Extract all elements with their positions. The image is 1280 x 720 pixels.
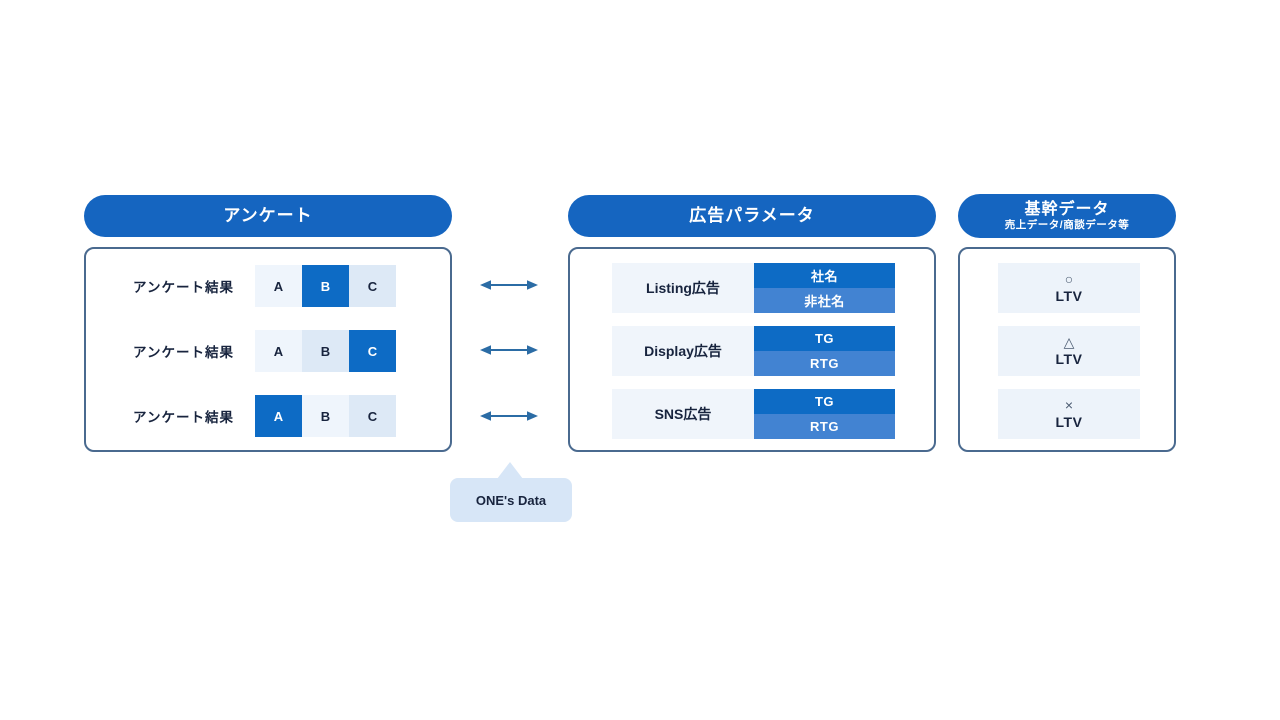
core-item: △ LTV xyxy=(998,326,1140,376)
survey-row: アンケート結果 A B C xyxy=(86,330,454,372)
survey-cell: C xyxy=(349,265,396,307)
survey-cell: B xyxy=(302,265,349,307)
cross-symbol-icon: × xyxy=(1064,397,1074,414)
core-header-pill: 基幹データ 売上データ/商談データ等 xyxy=(958,194,1176,238)
survey-cells: A B C xyxy=(255,330,396,372)
survey-row: アンケート結果 A B C xyxy=(86,395,454,437)
ads-header-pill: 広告パラメータ xyxy=(568,195,936,237)
core-header-subtitle: 売上データ/商談データ等 xyxy=(1004,219,1130,232)
ads-row: SNS広告 TG RTG xyxy=(570,389,938,439)
ads-row-values: 社名 非社名 xyxy=(754,263,895,313)
double-arrow-icon xyxy=(480,409,538,421)
survey-row-label: アンケート結果 xyxy=(133,410,234,425)
survey-row: アンケート結果 A B C xyxy=(86,265,454,307)
survey-cell: A xyxy=(255,265,302,307)
double-arrow-icon xyxy=(480,343,538,355)
core-item-label: LTV xyxy=(1055,287,1083,304)
core-item: × LTV xyxy=(998,389,1140,439)
ads-row-label: SNS広告 xyxy=(612,389,754,439)
survey-header-title: アンケート xyxy=(223,205,313,225)
ads-secondary-cell: 非社名 xyxy=(754,288,895,313)
ads-header-title: 広告パラメータ xyxy=(689,205,815,225)
survey-box: アンケート結果 A B C アンケート結果 A B C アンケート結果 A B … xyxy=(84,247,452,452)
circle-symbol-icon: ○ xyxy=(1064,271,1074,288)
ads-row-values: TG RTG xyxy=(754,326,895,376)
ads-row-label: Display広告 xyxy=(612,326,754,376)
ads-row-values: TG RTG xyxy=(754,389,895,439)
survey-header-pill: アンケート xyxy=(84,195,452,237)
survey-cell: B xyxy=(302,395,349,437)
core-header-title: 基幹データ xyxy=(1024,200,1110,218)
ads-row-label: Listing広告 xyxy=(612,263,754,313)
callout-pointer xyxy=(497,462,523,479)
survey-cell: C xyxy=(349,395,396,437)
survey-cells: A B C xyxy=(255,265,396,307)
ads-primary-cell: TG xyxy=(754,326,895,351)
ones-data-callout: ONE's Data xyxy=(450,478,572,522)
core-item-label: LTV xyxy=(1055,413,1083,430)
survey-cell: B xyxy=(302,330,349,372)
ads-secondary-cell: RTG xyxy=(754,414,895,439)
survey-cell: C xyxy=(349,330,396,372)
survey-row-label: アンケート結果 xyxy=(133,280,234,295)
ads-secondary-cell: RTG xyxy=(754,351,895,376)
ads-primary-cell: 社名 xyxy=(754,263,895,288)
core-item-label: LTV xyxy=(1055,350,1083,367)
survey-cell: A xyxy=(255,330,302,372)
triangle-symbol-icon: △ xyxy=(1063,334,1075,351)
ads-box: Listing広告 社名 非社名 Display広告 TG RTG SNS広告 … xyxy=(568,247,936,452)
core-box: ○ LTV △ LTV × LTV xyxy=(958,247,1176,452)
ads-row: Display広告 TG RTG xyxy=(570,326,938,376)
callout-label: ONE's Data xyxy=(475,492,547,508)
core-item: ○ LTV xyxy=(998,263,1140,313)
ads-row: Listing広告 社名 非社名 xyxy=(570,263,938,313)
survey-row-label: アンケート結果 xyxy=(133,345,234,360)
double-arrow-icon xyxy=(480,278,538,290)
survey-cell: A xyxy=(255,395,302,437)
ads-primary-cell: TG xyxy=(754,389,895,414)
survey-cells: A B C xyxy=(255,395,396,437)
